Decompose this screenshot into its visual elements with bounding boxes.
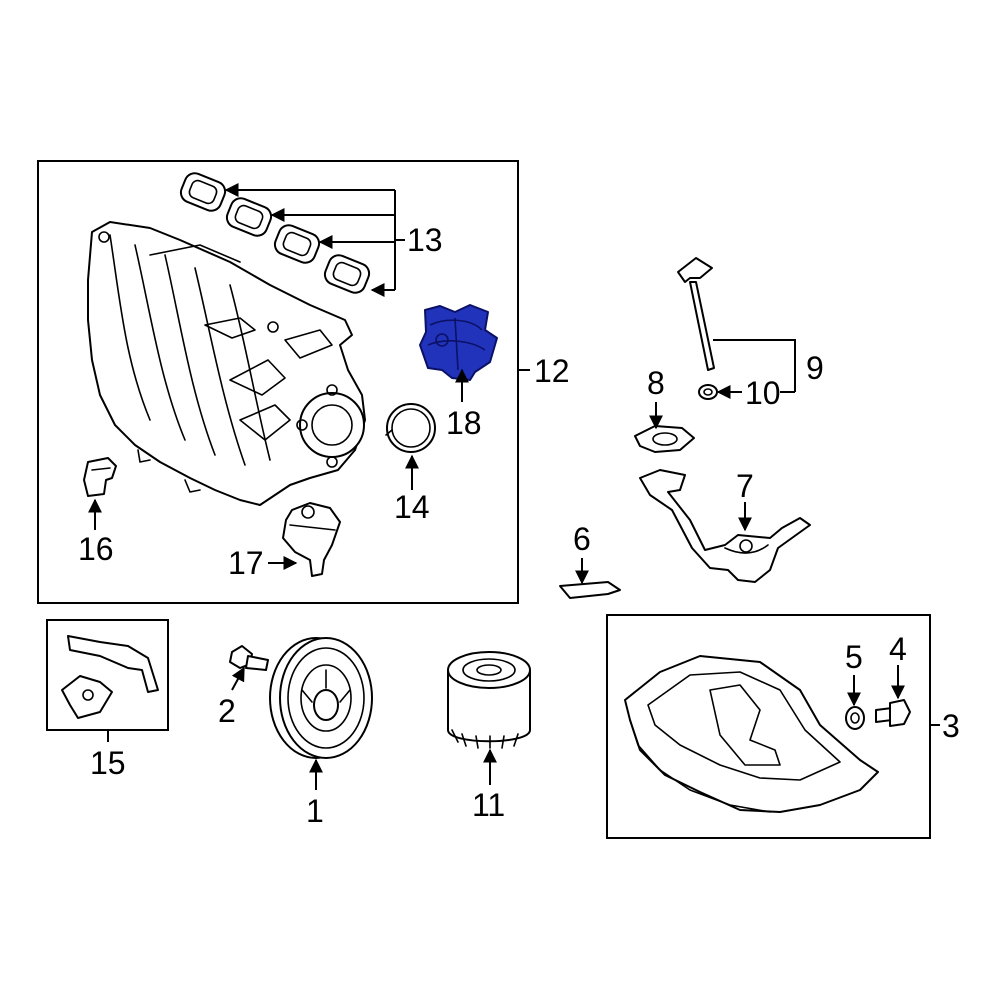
washer-part-5[interactable] [845, 706, 865, 730]
callout-16: 16 [78, 531, 114, 567]
callout-10: 10 [745, 375, 781, 411]
callout-4: 4 [889, 631, 907, 667]
callout-2: 2 [218, 693, 236, 729]
oil-filter[interactable] [447, 651, 531, 749]
callout-13: 13 [407, 222, 443, 258]
leader-lines [88, 183, 940, 790]
group-box-12 [37, 160, 519, 604]
callout-5: 5 [845, 639, 863, 675]
intake-manifold[interactable] [87, 221, 366, 506]
callout-15: 15 [90, 745, 126, 781]
callout-14: 14 [394, 489, 430, 525]
callout-8: 8 [647, 365, 665, 401]
bolt-part-2[interactable] [229, 645, 269, 671]
callout-18: 18 [446, 405, 482, 441]
callout-3: 3 [942, 708, 960, 744]
dipstick[interactable] [677, 257, 715, 371]
highlighted-part-18[interactable] [419, 304, 498, 381]
callout-12: 12 [534, 353, 570, 389]
sensor-part-16[interactable] [83, 457, 117, 497]
group-box-3 [606, 614, 931, 839]
seal-part-10[interactable] [698, 384, 718, 400]
callout-11: 11 [472, 787, 505, 823]
bracket-part-6[interactable] [559, 581, 621, 599]
drain-plug[interactable] [875, 699, 911, 727]
callout-labels: 1 2 3 4 5 6 7 8 9 10 11 12 13 14 15 16 1… [78, 222, 960, 829]
callout-17: 17 [228, 545, 264, 581]
gasket-part-8[interactable] [634, 425, 695, 453]
crankshaft-pulley[interactable] [269, 637, 373, 759]
oil-strainer[interactable] [639, 469, 811, 583]
callout-9: 9 [806, 350, 824, 386]
intake-gaskets[interactable] [178, 170, 372, 296]
callout-6: 6 [573, 521, 591, 557]
callout-1: 1 [306, 793, 324, 829]
callout-7: 7 [736, 468, 754, 504]
ring-seal[interactable] [385, 403, 436, 453]
oil-pan[interactable] [624, 655, 879, 813]
bracket-part-15[interactable] [61, 635, 159, 719]
valve-part-17[interactable] [282, 502, 341, 577]
